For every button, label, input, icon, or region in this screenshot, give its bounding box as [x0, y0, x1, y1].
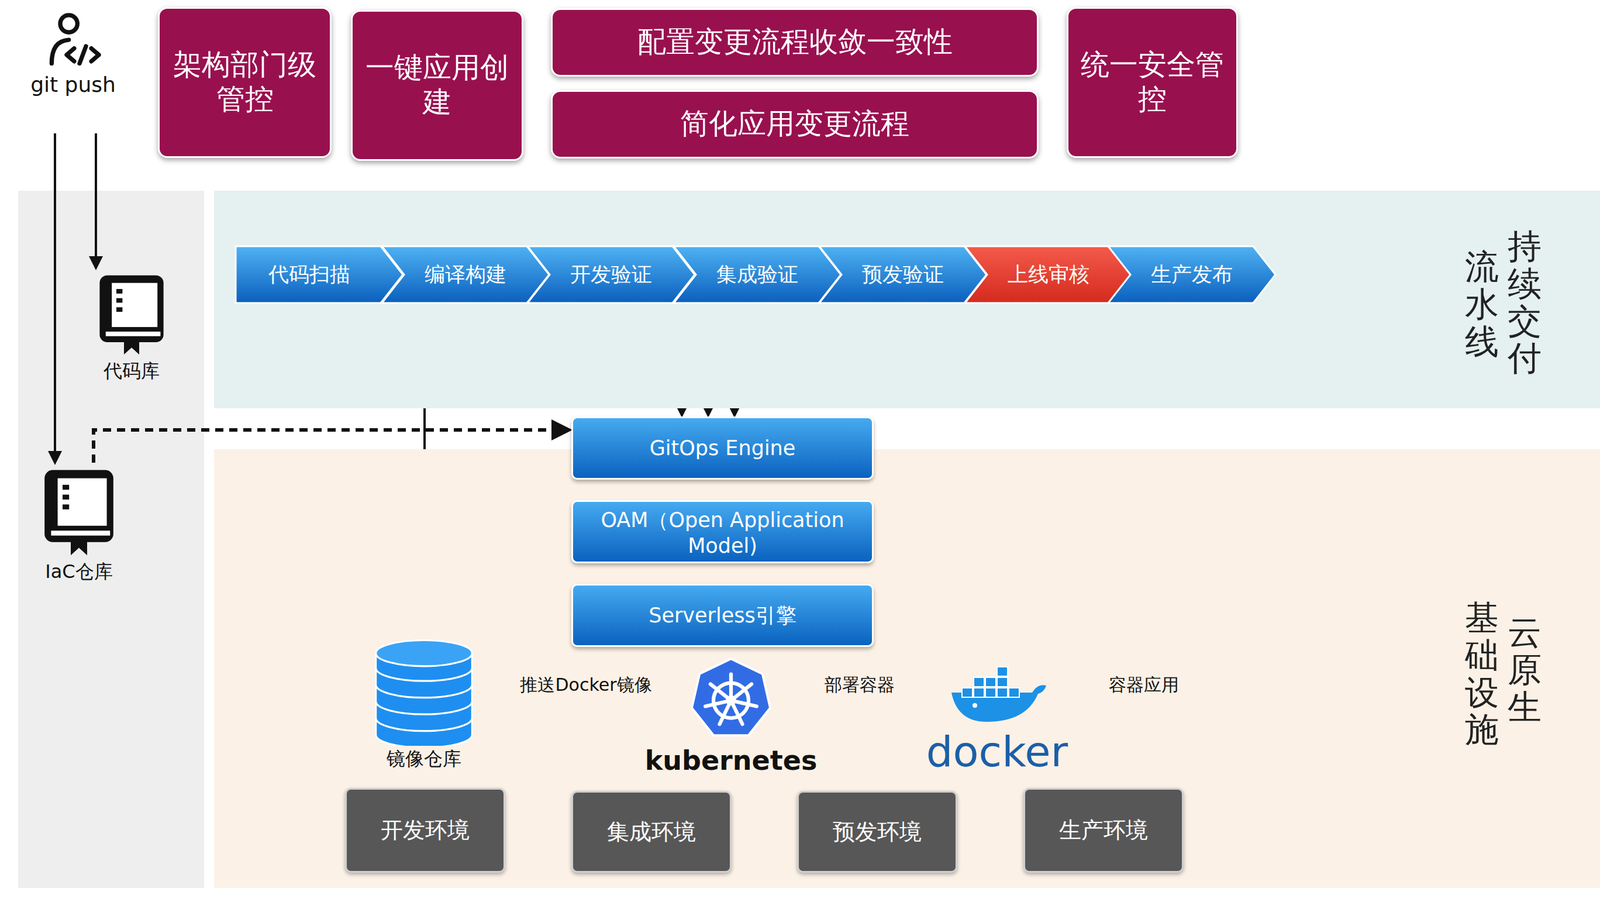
kubernetes-logo: [687, 654, 775, 743]
engine-box: GitOps Engine: [571, 416, 874, 480]
icon-node: kubernetes: [643, 654, 819, 784]
node-label: 生产环境: [1059, 815, 1148, 846]
side-panel: [18, 190, 205, 888]
engine-box: OAM（Open Application Model): [571, 500, 874, 564]
pipeline-stage: 预发验证: [818, 245, 988, 305]
node-label: 代码库: [103, 360, 160, 382]
developer-icon: [40, 10, 106, 71]
node-label: 集成验证: [716, 260, 799, 289]
node-label: 代码扫描: [268, 260, 351, 289]
environment-box: 预发环境: [797, 790, 958, 873]
pipeline-stage: 生产发布: [1107, 245, 1277, 305]
arrow-connector: [53, 133, 57, 463]
node-label: 开发环境: [380, 815, 470, 846]
node-label: 一键应用创建: [358, 50, 516, 120]
node-label: IaC仓库: [45, 560, 113, 583]
node-label: 编译构建: [424, 260, 507, 289]
icon-node: 镜像仓库: [356, 634, 492, 781]
icon-node: git push: [26, 10, 120, 128]
goal-box: 配置变更流程收敛一致性: [550, 8, 1039, 77]
node-label: 上线审核: [1007, 260, 1090, 289]
layer-title: 流水线: [1464, 248, 1499, 361]
node-label: 预发环境: [832, 816, 922, 847]
layer-title: 持续交付: [1507, 228, 1542, 378]
node-label: docker: [926, 727, 1068, 777]
node-label: OAM（Open Application Model): [576, 506, 869, 558]
goal-box: 统一安全管控: [1066, 7, 1239, 158]
layer-title: 基础设施: [1464, 599, 1499, 749]
goal-box: 架构部门级管控: [157, 7, 332, 158]
layer-band: 云原生基础设施GitOps EngineOAM（Open Application…: [214, 449, 1600, 888]
node-label: 镜像仓库: [386, 747, 462, 770]
node-label: git push: [30, 72, 116, 97]
environment-box: 开发环境: [345, 787, 506, 873]
node-label: GitOps Engine: [649, 436, 796, 460]
layer-band: 持续交付流水线 代码扫描 编译构建 开发验证 集成验证 预发验证 上线审核 生产发布: [214, 190, 1600, 409]
docker-logo: [944, 654, 1050, 726]
node-label: 集成环境: [607, 816, 696, 847]
pipeline-stage: 开发验证: [526, 245, 696, 305]
node-label: 简化应用变更流程: [680, 107, 910, 142]
icon-node: docker: [918, 654, 1077, 787]
node-label: 统一安全管控: [1074, 47, 1231, 117]
node-label: 开发验证: [570, 260, 653, 289]
node-label: Serverless引擎: [648, 601, 797, 630]
book-icon: [93, 270, 170, 358]
icon-node: IaC仓库: [14, 464, 144, 600]
icon-node: 代码库: [78, 270, 185, 402]
pipeline-stage: 上线审核: [963, 245, 1134, 305]
pipeline-stage: 集成验证: [672, 245, 843, 305]
node-label: 架构部门级管控: [165, 47, 324, 117]
goal-box: 简化应用变更流程: [550, 90, 1039, 159]
node-label: 配置变更流程收敛一致性: [637, 25, 953, 60]
pipeline-stage: 编译构建: [380, 245, 551, 305]
edge-label: 推送Docker镜像: [516, 673, 655, 698]
node-label: kubernetes: [645, 745, 818, 777]
environment-box: 集成环境: [571, 790, 732, 873]
node-label: 生产发布: [1150, 260, 1233, 289]
engine-box: Serverless引擎: [571, 583, 874, 647]
layer-title: 云原生: [1507, 614, 1542, 726]
arrow-label: 容器应用: [1105, 673, 1183, 698]
pipeline-stage: 代码扫描: [234, 245, 405, 305]
book-icon: [38, 464, 120, 559]
arrow-connector: [94, 133, 98, 268]
database-icon: [368, 634, 480, 746]
edge-label: 部署容器: [821, 673, 899, 698]
goal-box: 一键应用创建: [350, 9, 524, 161]
node-label: 预发验证: [861, 260, 944, 289]
environment-box: 生产环境: [1023, 787, 1184, 873]
